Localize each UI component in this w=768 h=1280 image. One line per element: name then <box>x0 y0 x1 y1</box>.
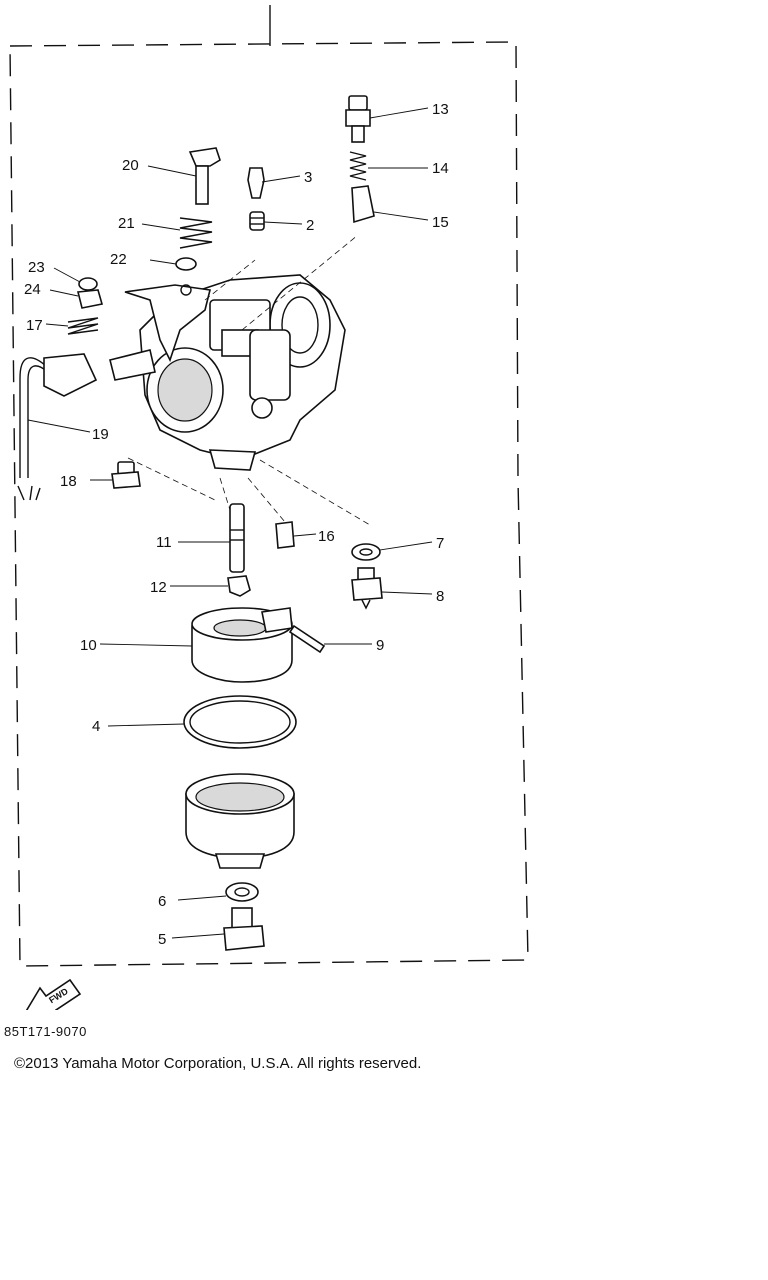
part-14-spring <box>349 151 428 181</box>
float-bowl <box>185 773 295 869</box>
callout-2: 2 <box>306 217 314 234</box>
callout-18: 18 <box>60 473 77 490</box>
callout-24: 24 <box>24 281 41 298</box>
part-9-float-pin <box>288 624 372 654</box>
part-18-screw <box>90 461 141 489</box>
carburetor-exploded-diagram: 13 14 15 20 3 21 2 22 23 24 17 19 18 11 … <box>9 5 529 1010</box>
part-5-drain-plug <box>171 907 265 951</box>
callout-16: 16 <box>318 528 335 545</box>
callout-21: 21 <box>118 215 135 232</box>
part-3-pilot-screw <box>247 167 301 199</box>
callout-6: 6 <box>158 893 166 910</box>
part-6-washer <box>177 882 259 902</box>
callout-7: 7 <box>436 535 444 552</box>
copyright-notice: ©2013 Yamaha Motor Corporation, U.S.A. A… <box>14 1055 422 1072</box>
callout-10: 10 <box>80 637 97 654</box>
part-7-washer <box>351 541 433 561</box>
carburetor-body <box>109 274 346 471</box>
part-11-needle-jet <box>178 503 245 573</box>
callout-3: 3 <box>304 169 312 186</box>
callout-17: 17 <box>26 317 43 334</box>
part-19-choke-cable <box>17 353 98 501</box>
diagram-code: 85T171-9070 <box>4 1024 87 1039</box>
fwd-arrow-icon: FWD <box>25 978 82 1010</box>
part-24-nut <box>49 289 104 309</box>
callout-15: 15 <box>432 214 449 231</box>
callout-8: 8 <box>436 588 444 605</box>
callout-20: 20 <box>122 157 139 174</box>
part-13-needle-holder <box>345 95 429 143</box>
part-10-float <box>99 607 293 683</box>
part-4-gasket <box>107 695 297 749</box>
callout-11: 11 <box>156 534 172 551</box>
callout-4: 4 <box>92 718 100 735</box>
part-8-valve-seat <box>351 567 433 610</box>
callout-12: 12 <box>150 579 167 596</box>
part-15-plunger <box>351 185 429 224</box>
callout-23: 23 <box>28 259 45 276</box>
callout-5: 5 <box>158 931 166 948</box>
assembly-boundary <box>9 5 529 967</box>
part-20-throttle-screw <box>147 147 221 205</box>
assembly-leaders <box>127 234 371 529</box>
part-22-washer <box>149 257 197 271</box>
part-17-spring <box>45 317 99 335</box>
part-16-pilot-jet <box>275 521 317 549</box>
callout-13: 13 <box>432 101 449 118</box>
callout-labels: 13 14 15 20 3 21 2 22 23 24 17 19 18 11 … <box>24 101 449 948</box>
callout-22: 22 <box>110 251 127 268</box>
callout-19: 19 <box>92 426 109 443</box>
part-2-spring <box>249 211 303 231</box>
callout-9: 9 <box>376 637 384 654</box>
part-21-spring <box>141 217 213 249</box>
part-23-washer <box>53 267 98 291</box>
part-12-main-jet <box>170 575 251 597</box>
callout-14: 14 <box>432 160 449 177</box>
